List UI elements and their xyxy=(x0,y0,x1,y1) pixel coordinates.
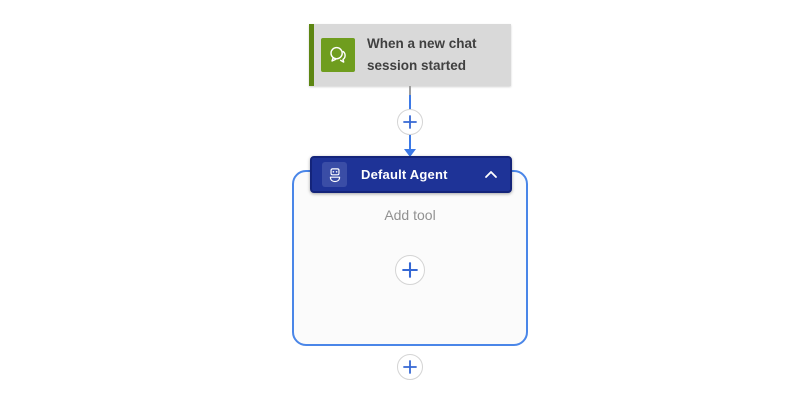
trigger-card[interactable]: When a new chat session started xyxy=(309,24,511,86)
connector-stub xyxy=(409,86,411,95)
insert-action-button-top[interactable] xyxy=(397,109,423,135)
trigger-title: When a new chat session started xyxy=(367,36,477,73)
trigger-accent-stripe xyxy=(309,24,314,86)
chevron-up-icon xyxy=(484,167,498,182)
agent-robot-icon xyxy=(322,162,347,187)
connector-arrowhead xyxy=(404,149,416,157)
chat-bubbles-icon xyxy=(321,38,355,72)
agent-header-label: Default Agent xyxy=(361,167,448,182)
add-tool-button[interactable] xyxy=(395,255,425,285)
plus-icon xyxy=(403,115,417,129)
plus-icon xyxy=(402,262,418,278)
plus-icon xyxy=(403,360,417,374)
add-tool-hint: Add tool xyxy=(384,207,436,223)
insert-action-button-bottom[interactable] xyxy=(397,354,423,380)
collapse-toggle[interactable] xyxy=(482,165,500,184)
agent-header-card[interactable]: Default Agent xyxy=(310,156,512,193)
